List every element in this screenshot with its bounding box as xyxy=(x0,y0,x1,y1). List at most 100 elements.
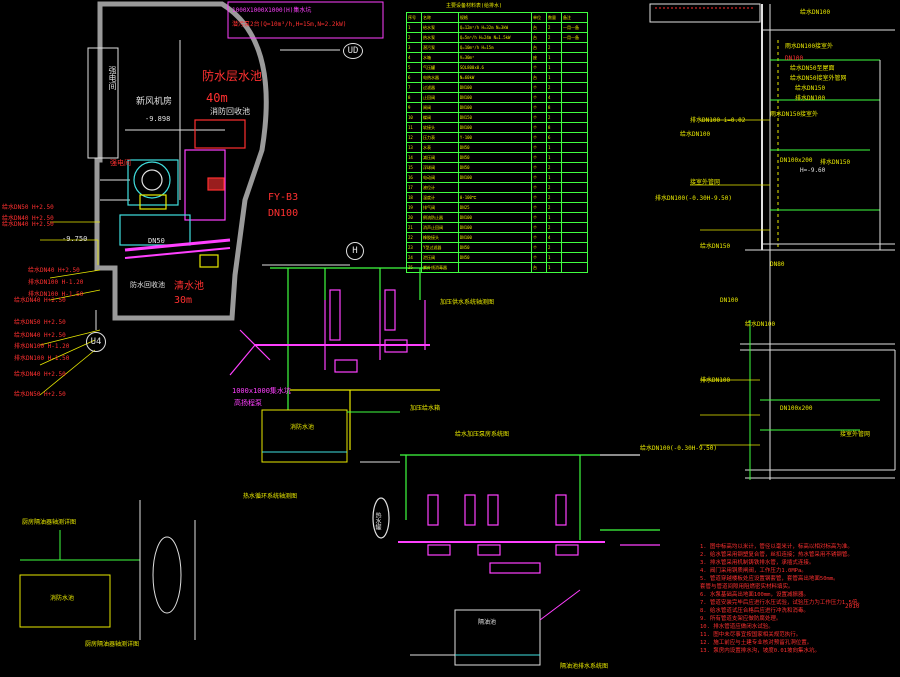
table-cell: 台 xyxy=(531,42,548,53)
table-cell: 温度计 xyxy=(421,192,459,203)
note-line: 4. 阀门采用铜质闸阀，工作压力1.0MPa。 xyxy=(700,568,807,574)
table-cell: DN100 xyxy=(457,92,533,103)
table-cell: 1 xyxy=(546,62,563,73)
notes-year: 2010 xyxy=(845,603,860,610)
table-cell: 电热水器 xyxy=(421,72,459,83)
right-annotation: 排水DN100 i=0.02 xyxy=(690,117,746,124)
table-cell: 浮球阀 xyxy=(421,162,459,173)
table-cell xyxy=(561,182,588,193)
small-system-title: 厨房隔油器轴测详图 xyxy=(22,519,77,526)
right-annotation: DN100x200 xyxy=(780,405,813,412)
grease-pool xyxy=(410,589,581,666)
table-cell: 8 xyxy=(546,102,563,113)
table-cell: 台 xyxy=(531,262,548,273)
right-annotation: DN80 xyxy=(770,261,785,268)
table-cell: 8 xyxy=(546,122,563,133)
left-annotation: 给水DN40 H+2.50 xyxy=(14,297,66,304)
table-cell: 2 xyxy=(546,82,563,93)
left-annotation: 给水DN40 H+2.50 xyxy=(14,332,66,339)
right-annotation: 给水DN100 xyxy=(680,131,711,138)
kitchen-detail xyxy=(19,500,196,640)
table-cell xyxy=(561,102,588,113)
table-cell: 个 xyxy=(531,92,548,103)
table-cell: 个 xyxy=(531,212,548,223)
bottom-system-title: 隔油池排水系统图 xyxy=(560,663,609,670)
table-cell: 10 xyxy=(405,112,423,123)
table-cell xyxy=(561,192,588,203)
table-cell: 0-100℃ xyxy=(457,192,533,203)
table-cell: DN100 xyxy=(457,122,533,133)
table-cell: Q=12m³/h H=32m N=3kW xyxy=(457,22,533,33)
table-cell xyxy=(561,202,588,213)
table-cell: DN100 xyxy=(457,222,533,233)
table-cell: 个 xyxy=(531,252,548,263)
table-cell: 电动阀 xyxy=(421,172,459,183)
table-cell: Q=5m³/h H=24m N=1.5kW xyxy=(457,32,533,43)
return-pool-label-2: 防水回收池 xyxy=(130,281,165,289)
table-cell: 规格 xyxy=(457,12,533,23)
small-tank-title: 加压给水箱 xyxy=(410,405,441,412)
table-cell: 过滤器 xyxy=(421,82,459,93)
table-cell: 备注 xyxy=(561,12,588,23)
room-label-electrical: 强电间 xyxy=(108,66,117,90)
note-line: 10. 排水管道应做闭水试验。 xyxy=(700,624,774,630)
table-cell: DN50 xyxy=(457,142,533,153)
table-cell: Q=10m³/h H=15m xyxy=(457,42,533,53)
table-cell: 热水泵 xyxy=(421,32,459,43)
table-cell: 个 xyxy=(531,192,548,203)
table-cell: 3 xyxy=(405,42,423,53)
right-annotation: 雨水DN150接室外 xyxy=(770,111,819,118)
table-cell: 2 xyxy=(546,22,563,33)
table-cell xyxy=(561,72,588,83)
pipe-dn: DN100 xyxy=(268,208,299,219)
table-cell: 减压阀 xyxy=(421,152,459,163)
right-annotation: 给水DN100(-0.30H-9.50) xyxy=(640,445,718,452)
pool-bottom-left: 消防水池 xyxy=(50,595,75,602)
left-annotation: 给水DN40 H+2.50 xyxy=(2,221,54,228)
table-cell: 5 xyxy=(405,62,423,73)
right-annotation: 给水DN150 xyxy=(795,85,826,92)
room-corner-tag: 强电间 xyxy=(110,159,131,167)
table-cell: 软接头 xyxy=(421,122,459,133)
left-annotation: 排水DN100 H-1.50 xyxy=(14,355,70,362)
table-cell: 个 xyxy=(531,122,548,133)
table-cell: 2 xyxy=(546,202,563,213)
table-cell xyxy=(457,182,533,193)
right-annotation: H=-9.60 xyxy=(800,167,826,174)
table-cell: 台 xyxy=(531,22,548,33)
table-cell: 2 xyxy=(405,32,423,43)
table-cell: Y型过滤器 xyxy=(421,242,459,253)
table-cell: 2 xyxy=(546,32,563,43)
dn50-label: DN50 xyxy=(148,237,165,245)
table-cell xyxy=(561,112,588,123)
right-annotation: 给水DN100 xyxy=(745,321,776,328)
note-line: 5. 管道穿越楼板处应设置钢套管，套管高出地面50mm。 xyxy=(700,576,839,582)
right-annotation: 雨水DN100接室外 xyxy=(785,43,834,50)
right-annotation: DN100 xyxy=(785,55,804,62)
table-cell xyxy=(561,92,588,103)
table-cell: 14 xyxy=(405,152,423,163)
table-cell: 16 xyxy=(405,172,423,183)
pump-spec: 潜污泵2台(Q=10m³/h,H=15m,N=2.2kW) xyxy=(232,21,347,28)
table-cell: 水表 xyxy=(421,142,459,153)
note-line: 2. 给水管采用钢塑复合管，丝扣连接；热水管采用不锈钢管。 xyxy=(700,552,853,558)
table-cell: 18 xyxy=(405,192,423,203)
table-cell: 1 xyxy=(405,22,423,33)
right-annotation: 给水DN150 xyxy=(700,243,731,250)
table-cell: DN100 xyxy=(457,232,533,243)
left-annotation: 给水DN40 H+2.50 xyxy=(14,371,66,378)
table-cell: 台 xyxy=(531,72,548,83)
